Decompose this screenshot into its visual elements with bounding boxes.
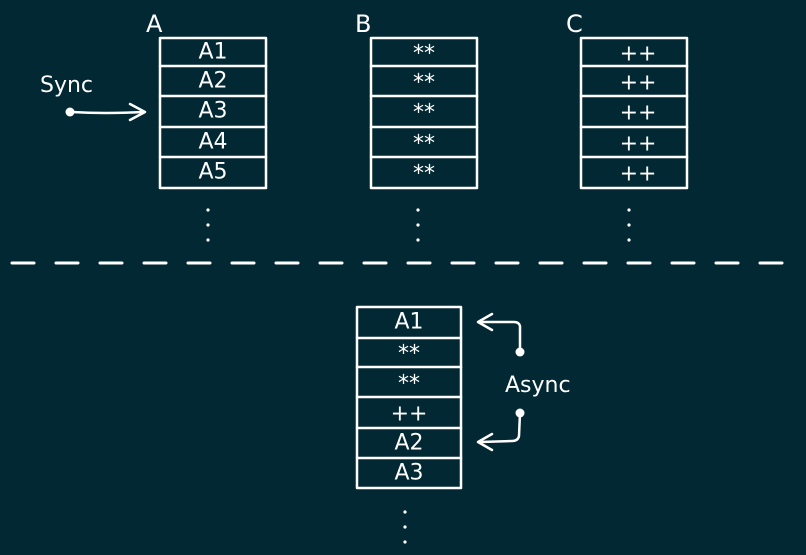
column-b-cell: **: [413, 42, 435, 67]
column-c-cell: ++: [620, 162, 657, 187]
column-a-cell: A4: [198, 130, 227, 155]
column-a-frame: [158, 36, 268, 190]
column-a-cell: A5: [198, 160, 227, 185]
column-a: A1 A2 A3 A4 A5: [158, 36, 268, 190]
column-a-continuation-dots: [206, 208, 210, 242]
column-b-cell: **: [413, 101, 435, 126]
column-c-label: C: [566, 10, 583, 38]
column-b-cell: **: [413, 162, 435, 187]
column-b: ** ** ** ** **: [369, 36, 479, 190]
async-arrow-lower: [476, 408, 525, 452]
async-merged-cell: A3: [394, 461, 423, 486]
column-b-cell: **: [413, 132, 435, 157]
column-a-label: A: [146, 10, 163, 38]
column-b-frame: [369, 36, 479, 190]
column-a-cell: A2: [198, 69, 227, 94]
async-merged-cell: A1: [394, 310, 423, 335]
async-merged-cell: ++: [391, 402, 428, 427]
column-a-cell: A1: [198, 40, 227, 65]
column-c-cell: ++: [620, 71, 657, 96]
column-c-cell: ++: [620, 101, 657, 126]
async-merged-cell: **: [398, 342, 420, 367]
async-merged-column: A1 ** ** ++ A2 A3: [355, 305, 463, 490]
sync-label: Sync: [40, 73, 93, 98]
async-label: Async: [505, 373, 571, 398]
column-c-continuation-dots: [627, 208, 631, 242]
async-continuation-dots: [403, 510, 407, 544]
column-a-cell: A3: [198, 99, 227, 124]
column-b-label: B: [355, 10, 371, 38]
column-c: ++ ++ ++ ++ ++: [579, 36, 689, 190]
column-b-cell: **: [413, 71, 435, 96]
column-c-cell: ++: [620, 132, 657, 157]
column-c-frame: [579, 36, 689, 190]
column-b-continuation-dots: [416, 208, 420, 242]
column-c-cell: ++: [620, 42, 657, 67]
sync-arrow: [65, 102, 147, 122]
async-arrow-upper: [476, 312, 525, 357]
async-merged-cell: A2: [394, 431, 423, 456]
async-merged-cell: **: [398, 372, 420, 397]
